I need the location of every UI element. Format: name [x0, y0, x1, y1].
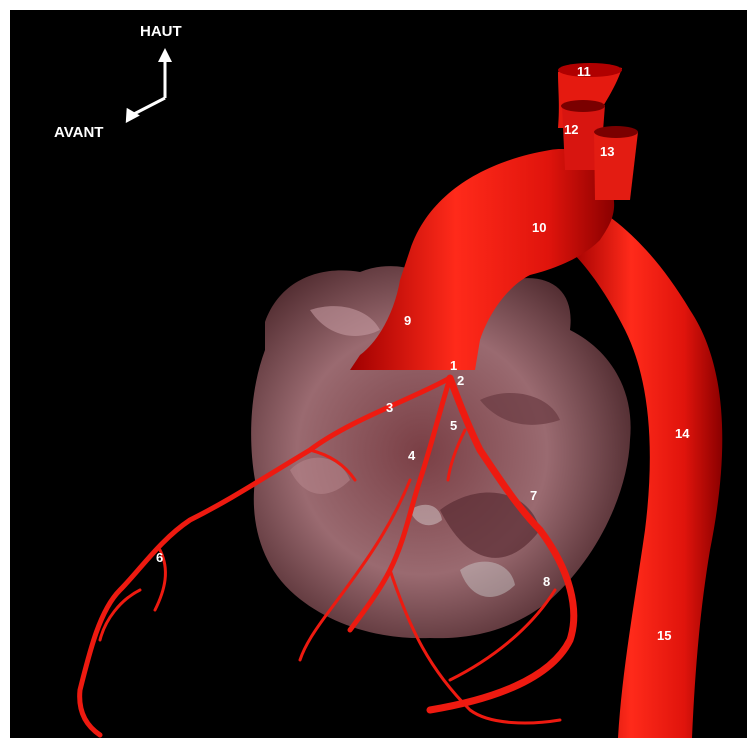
label-1: 1 [450, 358, 457, 373]
anatomy-render: HAUT AVANT 1 2 3 4 5 6 7 8 9 10 11 12 13… [10, 10, 747, 738]
label-14: 14 [675, 426, 690, 441]
label-12: 12 [564, 122, 578, 137]
label-2: 2 [457, 373, 464, 388]
label-6: 6 [156, 550, 163, 565]
label-haut: HAUT [140, 23, 182, 40]
label-13: 13 [600, 144, 614, 159]
up-arrow-icon [158, 48, 172, 62]
viewport-3d: HAUT AVANT 1 2 3 4 5 6 7 8 9 10 11 12 13… [10, 10, 747, 738]
label-9: 9 [404, 313, 411, 328]
orientation-axes: HAUT AVANT [54, 23, 182, 141]
label-5: 5 [450, 418, 457, 433]
label-11: 11 [577, 64, 591, 79]
label-avant: AVANT [54, 124, 103, 141]
label-8: 8 [543, 574, 550, 589]
label-15: 15 [657, 628, 671, 643]
label-7: 7 [530, 488, 537, 503]
label-3: 3 [386, 400, 393, 415]
label-4: 4 [408, 448, 416, 463]
label-10: 10 [532, 220, 546, 235]
branch-13 [594, 132, 638, 200]
